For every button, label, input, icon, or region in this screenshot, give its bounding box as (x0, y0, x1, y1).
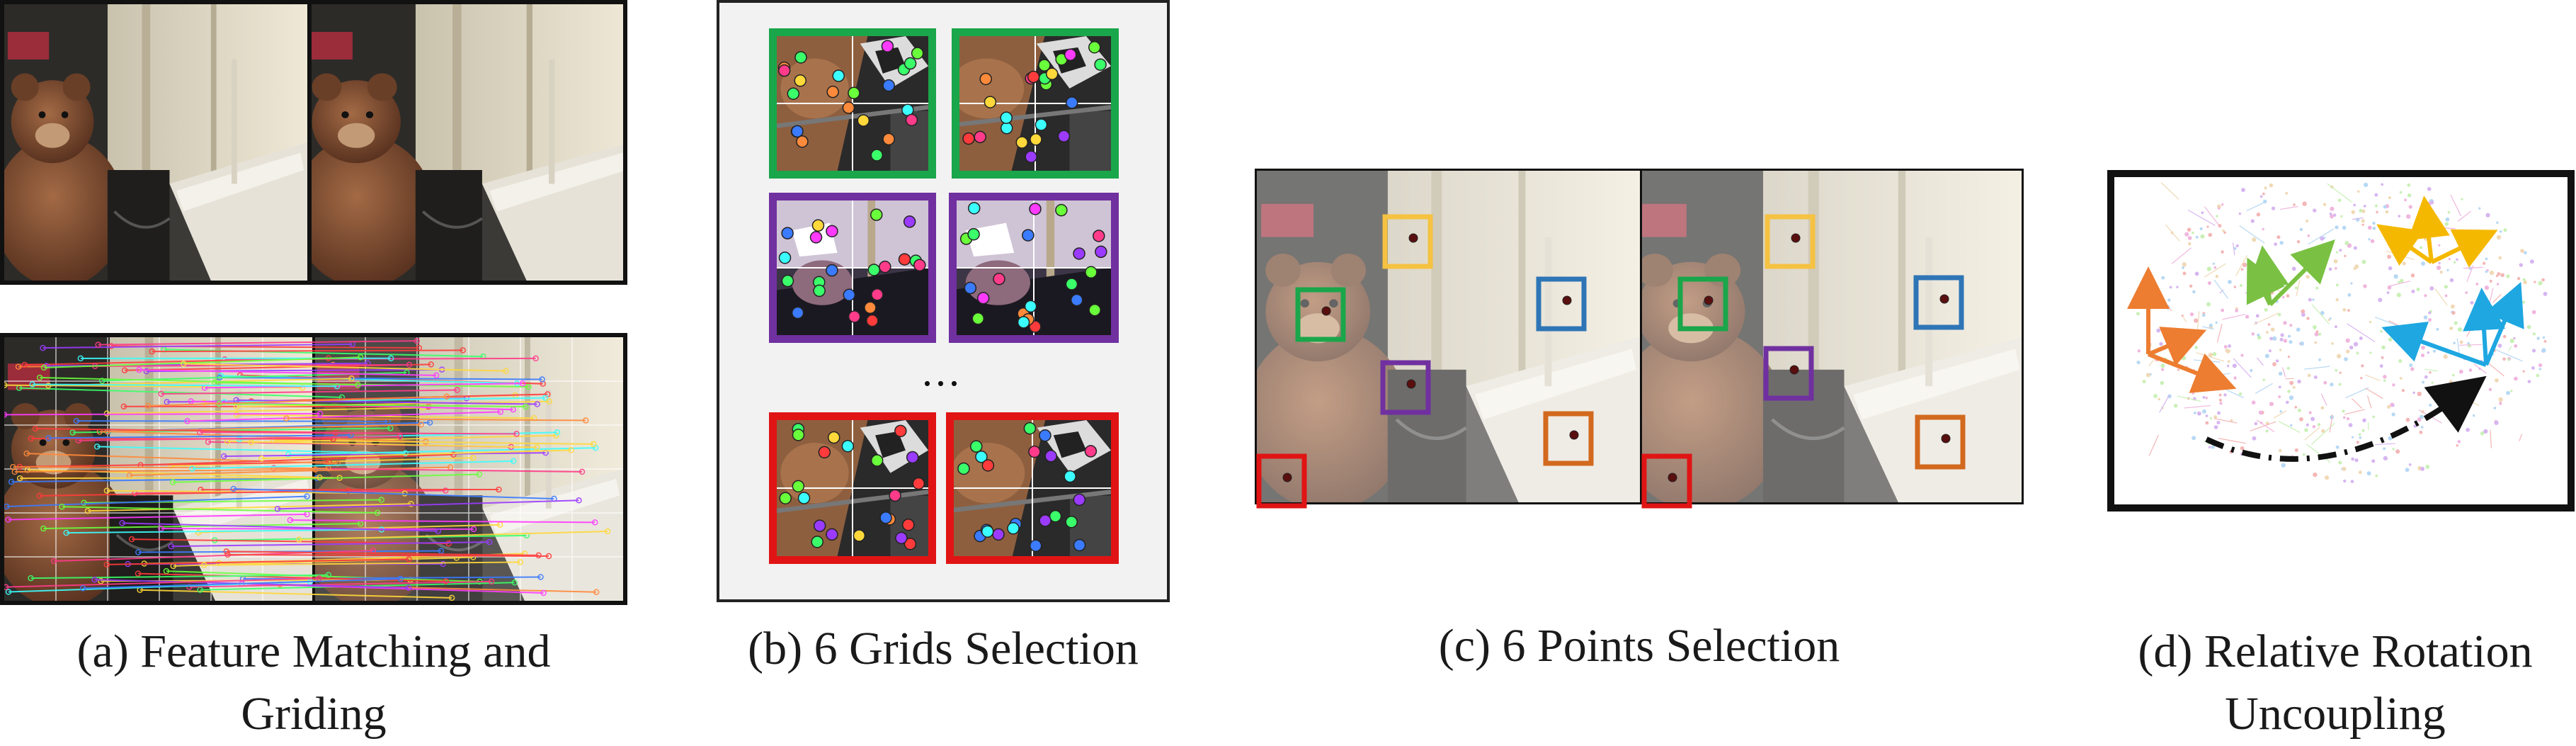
selection-box (1677, 276, 1728, 332)
grid-pair-red-right (946, 412, 1119, 564)
selection-box (1536, 276, 1587, 332)
rotation-arrow-blue (2381, 281, 2524, 367)
caption-a: (a) Feature Matching and Griding (0, 621, 627, 745)
caption-b: (b) 6 Grids Selection (708, 618, 1178, 680)
selection-box (1765, 214, 1816, 269)
selection-box (1913, 275, 1964, 330)
caption-b-line1: (b) 6 Grids Selection (748, 623, 1139, 674)
caption-c: (c) 6 Points Selection (1253, 615, 2025, 677)
selection-box (1382, 214, 1433, 269)
selection-boxes (1256, 214, 1966, 509)
ellipsis-text: ... (922, 348, 962, 395)
grid-pair-red-left (769, 412, 936, 564)
feature-matching-image (0, 333, 627, 605)
selection-box (1256, 453, 1307, 509)
rotation-arrow-yellow (2376, 196, 2498, 268)
grid-pair-green-right (952, 28, 1119, 179)
grid-pair-purple-right (949, 193, 1119, 343)
caption-a-line2: Griding (241, 688, 387, 740)
rotation-canvas (2107, 170, 2575, 512)
caption-c-line1: (c) 6 Points Selection (1438, 620, 1840, 672)
caption-d-line2: Uncoupling (2225, 688, 2446, 740)
selection-box (1543, 411, 1594, 466)
rotation-arrow-green (2246, 239, 2335, 307)
grid-pair-purple-left (769, 193, 936, 343)
caption-d: (d) Relative Rotation Uncoupling (2096, 621, 2575, 745)
caption-a-line1: (a) Feature Matching and (76, 626, 551, 677)
points-image-right (1640, 169, 2024, 504)
selection-box (1763, 346, 1814, 401)
input-image-left (0, 0, 312, 285)
rotation-arrow-orange (2127, 266, 2237, 393)
rotation-arrow-arc (2205, 375, 2487, 462)
selection-box (1295, 287, 1346, 342)
grid-pair-green-left (769, 28, 936, 179)
points-image-left (1255, 169, 1643, 504)
selection-box (1915, 414, 1966, 470)
input-image-right (307, 0, 627, 285)
selection-box (1380, 360, 1431, 415)
feature-match-lines (4, 337, 623, 601)
caption-d-line1: (d) Relative Rotation (2138, 626, 2533, 677)
selection-box (1641, 453, 1692, 509)
